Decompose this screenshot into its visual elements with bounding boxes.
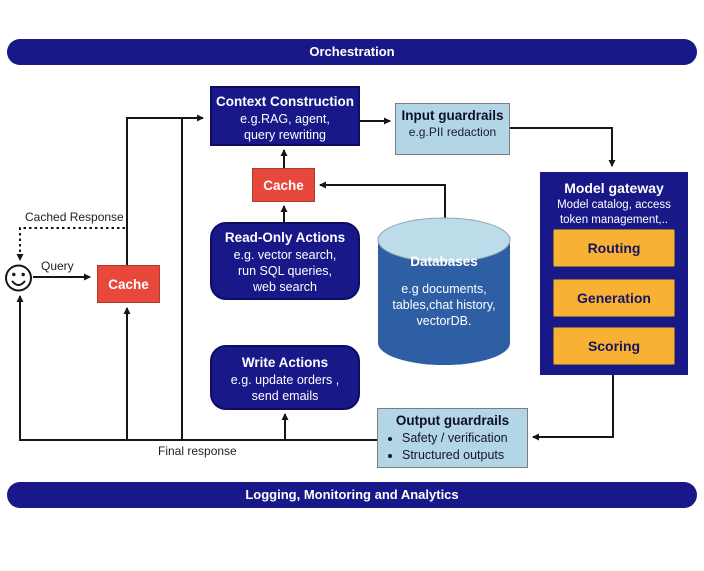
input-guardrails-title: Input guardrails [401, 108, 504, 123]
node-write-actions: Write Actions e.g. update orders , send … [210, 345, 360, 410]
scoring-label: Scoring [587, 338, 641, 354]
gateway-button-routing: Routing [553, 229, 675, 267]
cache-left-label: Cache [108, 276, 149, 292]
orchestration-bar: Orchestration [7, 39, 697, 65]
node-output-guardrails: Output guardrails Safety / verification … [377, 408, 528, 468]
query-label: Query [41, 259, 74, 273]
cached-response-label: Cached Response [25, 210, 124, 224]
final-response-label: Final response [158, 444, 237, 458]
cache-top-label: Cache [263, 177, 304, 193]
gateway-button-generation: Generation [553, 279, 675, 317]
output-guardrails-title: Output guardrails [395, 413, 510, 428]
connector-cached-response [16, 227, 125, 261]
connector-db-to-cache [319, 181, 446, 218]
node-cache-left: Cache [97, 265, 160, 303]
databases-subtitle: e.g documents, tables,chat history, vect… [392, 282, 496, 328]
context-construction-title: Context Construction [216, 94, 354, 109]
generation-label: Generation [577, 290, 651, 306]
node-databases: Databases e.g documents, tables,chat his… [378, 254, 510, 329]
input-guardrails-subtitle: e.g.PII redaction [408, 125, 497, 139]
output-guardrails-list: Safety / verification Structured outputs [378, 430, 527, 463]
write-actions-subtitle: e.g. update orders , send emails [230, 373, 340, 403]
node-read-only-actions: Read-Only Actions e.g. vector search, ru… [210, 222, 360, 300]
context-construction-subtitle: e.g.RAG, agent, query rewriting [240, 112, 330, 142]
read-only-actions-title: Read-Only Actions [224, 230, 346, 245]
output-guardrails-item: Safety / verification [402, 430, 527, 447]
node-cache-top: Cache [252, 168, 315, 202]
orchestration-label: Orchestration [309, 44, 395, 59]
logging-monitoring-bar: Logging, Monitoring and Analytics [7, 482, 697, 508]
model-gateway-title: Model gateway [564, 180, 664, 196]
model-gateway-subtitle: Model catalog, access token management,.… [557, 199, 671, 226]
gateway-button-scoring: Scoring [553, 327, 675, 365]
read-only-actions-subtitle: e.g. vector search, run SQL queries, web… [233, 248, 337, 294]
user-smiley-icon [5, 264, 32, 292]
output-guardrails-item: Structured outputs [402, 447, 527, 464]
logging-monitoring-label: Logging, Monitoring and Analytics [245, 487, 459, 502]
databases-cylinder [377, 217, 511, 365]
connector-input-to-gateway [510, 127, 616, 167]
node-input-guardrails: Input guardrails e.g.PII redaction [395, 103, 510, 155]
write-actions-title: Write Actions [241, 355, 329, 370]
routing-label: Routing [587, 240, 641, 256]
connector-gateway-to-output [532, 375, 614, 441]
node-context-construction: Context Construction e.g.RAG, agent, que… [210, 86, 360, 146]
node-model-gateway: Model gateway Model catalog, access toke… [540, 172, 688, 375]
databases-title: Databases [410, 254, 478, 269]
